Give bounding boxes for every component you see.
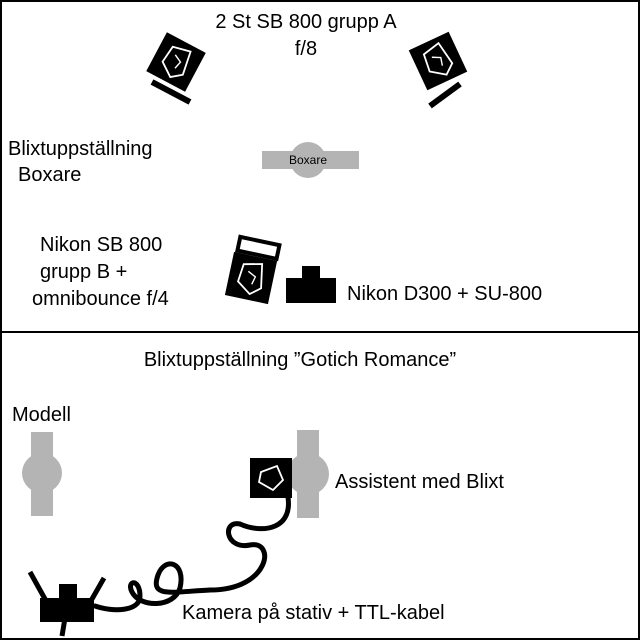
top-title-line2: Boxare [18, 164, 81, 186]
bottom-panel-border [0, 331, 640, 640]
camera-d300-icon [286, 266, 336, 303]
flash-a-right-reflector [428, 81, 462, 109]
camera-tripod-label: Kamera på stativ + TTL-kabel [182, 602, 445, 624]
group-a-label-line1: 2 St SB 800 grupp A [215, 11, 397, 33]
ttl-cable [92, 489, 291, 613]
model-label: Modell [12, 404, 71, 426]
assistant-label: Assistent med Blixt [335, 471, 504, 493]
group-b-label-line3: omnibounce f/4 [32, 288, 169, 310]
bottom-title: Blixtuppställning ”Gotich Romance” [144, 349, 456, 371]
group-b-label-line1: Nikon SB 800 [40, 234, 162, 256]
top-title-line1: Blixtuppställning [8, 138, 153, 160]
assistant-figure-icon [287, 430, 329, 518]
camera-tripod-icon [27, 570, 107, 637]
flash-a-right-icon [407, 30, 469, 92]
subject-boxer-icon [262, 142, 359, 178]
subject-boxer-label: Boxare [289, 153, 327, 167]
flash-b-icon [224, 234, 282, 305]
group-b-label-line2: grupp B + [40, 261, 127, 283]
model-figure-icon [22, 432, 62, 516]
group-a-label-line2: f/8 [295, 38, 317, 60]
flash-a-left-reflector [150, 79, 192, 105]
camera-d300-label: Nikon D300 + SU-800 [347, 283, 542, 305]
